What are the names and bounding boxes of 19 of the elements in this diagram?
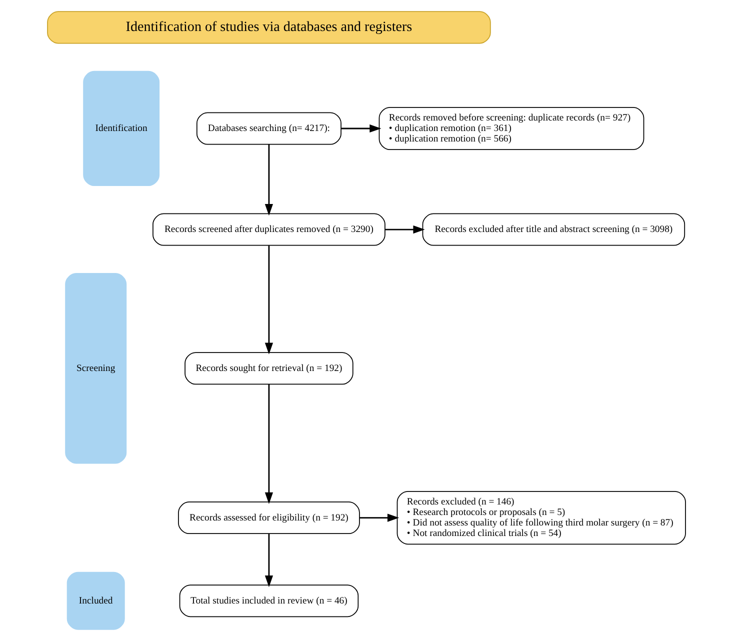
node-box: Records excluded (n = 146) • Research protocols or proposals (n = 5) • Did not assess quality of life following third molar surgery (n = 87) • Not randomized clinical trials (n = 54) bbox=[396, 490, 686, 545]
node-box: Records excluded after title and abstract screening (n = 3098) bbox=[422, 213, 686, 246]
arrow bbox=[385, 225, 425, 234]
node-box: Records sought for retrieval (n = 192) bbox=[184, 352, 354, 385]
arrow bbox=[341, 124, 382, 133]
node-box: Identification bbox=[83, 70, 160, 186]
arrow bbox=[264, 384, 274, 504]
node-box: Total studies included in review (n = 46) bbox=[179, 584, 359, 618]
arrow bbox=[264, 144, 274, 216]
node-box: Records assessed for eligibility (n = 192) bbox=[178, 502, 360, 534]
arrow bbox=[264, 246, 274, 354]
node-box: Identification of studies via databases and registers bbox=[47, 11, 491, 44]
arrow bbox=[360, 514, 400, 522]
arrow bbox=[264, 534, 274, 588]
node-box: Screening bbox=[65, 273, 127, 464]
node-box: Records screened after duplicates removed (n = 3290) bbox=[152, 213, 386, 246]
node-box: Records removed before screening: duplicate records (n= 927) • duplication remotion (n= 361) • duplication remotion (n= 566) bbox=[378, 106, 644, 150]
node-box: Databases searching (n= 4217): bbox=[196, 112, 342, 145]
node-box: Included bbox=[66, 572, 125, 630]
